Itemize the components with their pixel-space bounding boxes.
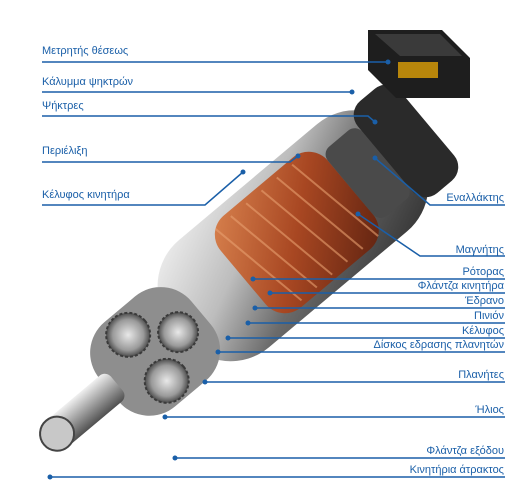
label-output-shaft: Κινητήρια άτρακτος bbox=[409, 464, 504, 476]
leader-lines-left bbox=[42, 61, 388, 206]
label-motor-housing: Κέλυφος κινητήρα bbox=[42, 189, 130, 201]
label-brushes: Ψήκτρες bbox=[42, 100, 84, 112]
brush-cover-cap bbox=[353, 84, 459, 198]
position-sensor-block bbox=[368, 30, 470, 98]
label-sun: Ήλιος bbox=[475, 404, 504, 416]
label-pinion: Πινιόν bbox=[474, 310, 504, 322]
leader-lines-right bbox=[50, 157, 505, 478]
label-position-sensor: Μετρητής θέσεως bbox=[42, 45, 129, 57]
label-output-flange: Φλάντζα εξόδου bbox=[426, 445, 504, 457]
commutator-section bbox=[325, 128, 410, 218]
planet-gears bbox=[105, 311, 200, 404]
label-brush-cover: Κάλυμμα ψηκτρών bbox=[42, 76, 134, 88]
label-rotor: Ρότορας bbox=[462, 266, 504, 278]
label-planet-carrier: Δίσκος εδρασης πλανητών bbox=[373, 339, 504, 351]
label-commutator: Εναλλάκτης bbox=[446, 192, 504, 204]
output-shaft-tip bbox=[39, 415, 76, 452]
label-housing: Κέλυφος bbox=[461, 325, 504, 337]
label-bearing: Έδρανο bbox=[465, 295, 504, 307]
leader-dots-right bbox=[47, 155, 378, 480]
winding-coil bbox=[214, 151, 379, 314]
leader-dots-left bbox=[240, 59, 391, 175]
label-magnet: Μαγνήτης bbox=[455, 244, 504, 256]
label-motor-flange: Φλάντζα κινητήρα bbox=[417, 280, 504, 292]
label-planets: Πλανήτες bbox=[458, 369, 504, 381]
motor-body bbox=[39, 84, 459, 452]
winding-strands bbox=[214, 163, 379, 302]
label-winding: Περιέλιξη bbox=[42, 145, 88, 157]
